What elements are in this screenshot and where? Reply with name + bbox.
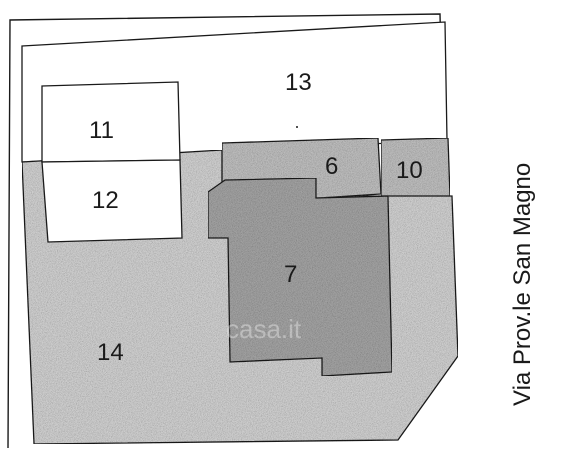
parcel-10[interactable]: [380, 137, 451, 197]
ink-speck: [296, 126, 298, 128]
street-label: Via Prov.le San Magno: [509, 163, 536, 406]
parcel-12[interactable]: [41, 159, 183, 243]
parcel-label-11: 11: [89, 117, 114, 144]
parcel-label-12: 12: [92, 187, 119, 214]
watermark: casa.it: [226, 314, 302, 344]
parcel-label-10: 10: [396, 157, 423, 184]
parcel-7[interactable]: [207, 177, 393, 377]
parcel-label-7: 7: [284, 261, 297, 288]
parcel-label-13: 13: [285, 69, 312, 96]
parcel-label-6: 6: [325, 153, 338, 180]
parcel-label-14: 14: [97, 339, 124, 366]
